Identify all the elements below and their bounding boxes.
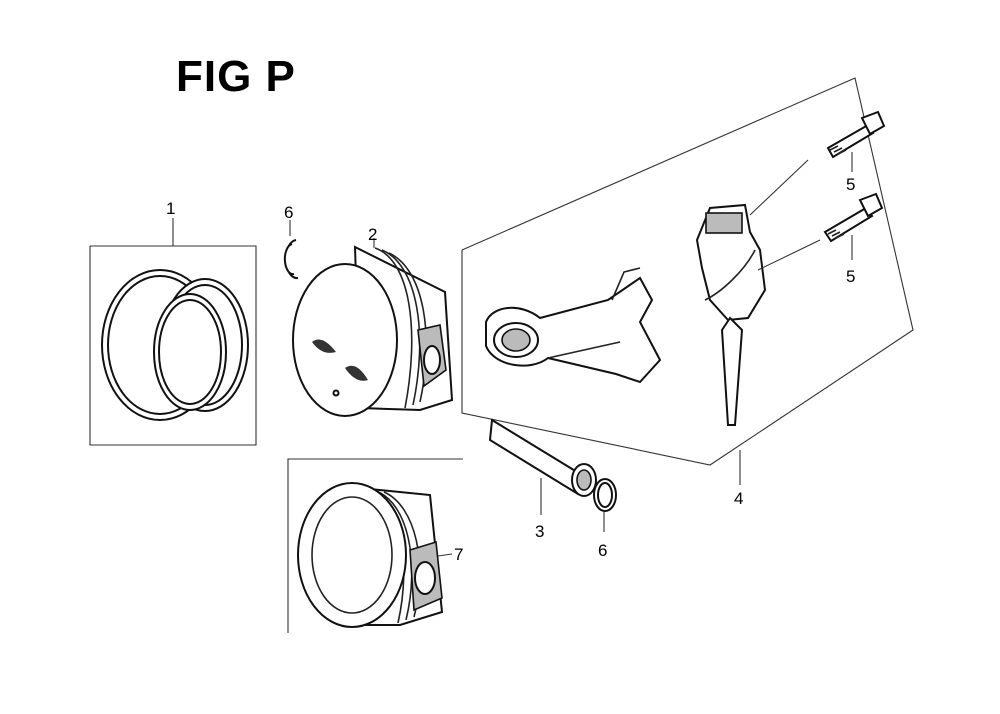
callout-5-lower: 5 xyxy=(846,267,855,286)
ring-set-frame xyxy=(89,245,257,446)
piston-pin-clip-lower xyxy=(593,478,617,532)
callout-4: 4 xyxy=(734,489,743,508)
conrod-frame xyxy=(461,77,914,466)
leader-7 xyxy=(437,553,453,557)
callout-6-upper: 6 xyxy=(284,203,293,222)
figure-title: FIG P xyxy=(176,52,296,101)
connecting-rod-bolt-upper xyxy=(826,110,886,172)
callout-7: 7 xyxy=(454,545,463,564)
connecting-rod-bolt-lower xyxy=(823,192,884,260)
piston-alt-assembly xyxy=(287,458,463,633)
piston-pin xyxy=(488,418,598,515)
callout-6-lower: 6 xyxy=(598,541,607,560)
piston xyxy=(292,238,454,417)
alt-piston-frame xyxy=(287,458,463,633)
piston-pin-clip-upper xyxy=(283,220,299,280)
callout-5-upper: 5 xyxy=(846,175,855,194)
callout-3: 3 xyxy=(535,522,544,541)
connecting-rod-assembly xyxy=(461,77,914,485)
callout-1: 1 xyxy=(166,199,175,218)
piston-ring-set xyxy=(89,218,257,446)
callout-2: 2 xyxy=(368,225,377,244)
